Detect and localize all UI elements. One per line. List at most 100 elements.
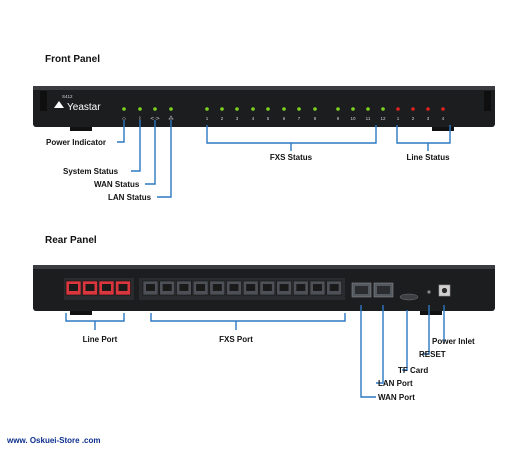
tf-card-callout-line [402,310,408,371]
fxs-led-number: 12 [380,116,386,121]
fxs-led [266,107,270,111]
wan-port-label: WAN Port [378,393,415,402]
fxs-led [251,107,255,111]
wan-port-socket [355,286,368,294]
line-led-number: 1 [397,116,400,121]
rear-panel-title: Rear Panel [45,235,97,246]
fxs-port-socket [146,284,155,291]
line-status-label: Line Status [406,153,450,162]
line-status-bracket [396,125,451,144]
line-led [441,107,445,111]
lan-port-socket [377,286,390,294]
fxs-led [381,107,385,111]
brand-name: Yeastar [67,102,101,113]
fxs-led [205,107,209,111]
rear-device-top-edge [33,265,495,269]
lan-status-label: LAN Status [108,193,152,202]
front-foot-left [70,127,92,131]
status-led [138,107,142,111]
fxs-led [235,107,239,111]
fxs-port-socket [196,284,206,291]
wan-port-callout-line [360,305,376,398]
fxs-led [351,107,355,111]
fxs-port-socket [162,284,172,291]
status-led [122,107,126,111]
fxs-led-number: 2 [221,116,224,121]
fxs-led-number: 6 [283,116,286,121]
power-inlet-label: Power Inlet [432,337,475,346]
fxs-led [297,107,301,111]
fxs-led [220,107,224,111]
status-led [169,107,173,111]
fxs-port-socket [296,284,306,291]
front-device-body [33,86,495,127]
yeastar-logo-icon [54,101,64,108]
fxs-port-socket [179,284,189,291]
yeastar-logo: Yeastar [54,101,101,113]
fxs-port-socket [262,284,272,291]
fxs-port-socket [329,284,339,291]
rear-port-group [65,280,343,296]
rear-foot-left [70,311,92,315]
line-led-number: 2 [412,116,415,121]
reset-label: RESET [419,350,446,359]
line-led [396,107,400,111]
fxs-led [282,107,286,111]
tf-card-slot [399,293,419,301]
reset-callout-line [422,305,430,355]
line-port-socket [69,284,78,291]
line-port-socket [85,284,95,291]
power-inlet-hole [441,287,448,294]
line-led-number: 3 [427,116,430,121]
lan-status-callout-line [157,120,172,198]
power-indicator-callout-line [117,120,125,143]
fxs-led-number: 3 [236,116,239,121]
status-led [153,107,157,111]
front-vent-right [484,91,491,111]
line-port-label: Line Port [83,335,118,344]
fxs-status-bracket [206,125,377,144]
wan-status-label: WAN Status [94,180,140,189]
fxs-led-number: 4 [252,116,255,121]
fxs-led [313,107,317,111]
fxs-port-socket [279,284,289,291]
status-led-icon: ◇ [122,116,126,122]
fxs-led-number: 5 [267,116,270,121]
status-led-icon: <·> [150,116,160,122]
fxs-led-number: 7 [298,116,301,121]
front-device-top-edge [33,86,495,90]
footer-website: www. Oskuei-Store .com [7,436,101,445]
fxs-port-socket [212,284,222,291]
line-port-socket [118,284,128,291]
model-label: S412 [62,94,73,99]
rear-device [33,265,495,315]
fxs-led-number: 9 [337,116,340,121]
fxs-port-socket [313,284,322,291]
line-port-socket [102,284,111,291]
wan-status-callout-line [145,120,156,185]
system-status-label: System Status [63,167,119,176]
fxs-port-socket [229,284,239,291]
line-led [426,107,430,111]
line-led [411,107,415,111]
front-foot-right [432,127,454,131]
fxs-led [336,107,340,111]
fxs-status-label: FXS Status [270,153,313,162]
status-led-icon: ᛒ [138,116,141,122]
power-indicator-label: Power Indicator [46,138,106,147]
tf-card-label: TF Card [398,366,428,375]
status-led-icon: ⁂ [169,115,174,122]
system-status-callout-line [131,120,141,172]
fxs-led-number: 11 [366,116,371,121]
front-vent-left [40,91,47,111]
fxs-led-number: 10 [350,116,356,121]
fxs-port-label: FXS Port [219,335,253,344]
fxs-port-socket [246,284,256,291]
fxs-led-number: 8 [314,116,317,121]
lan-port-callout-line [376,305,384,384]
line-led-number: 4 [442,116,445,121]
fxs-led-number: 1 [206,116,209,121]
rear-foot-right [420,311,442,315]
